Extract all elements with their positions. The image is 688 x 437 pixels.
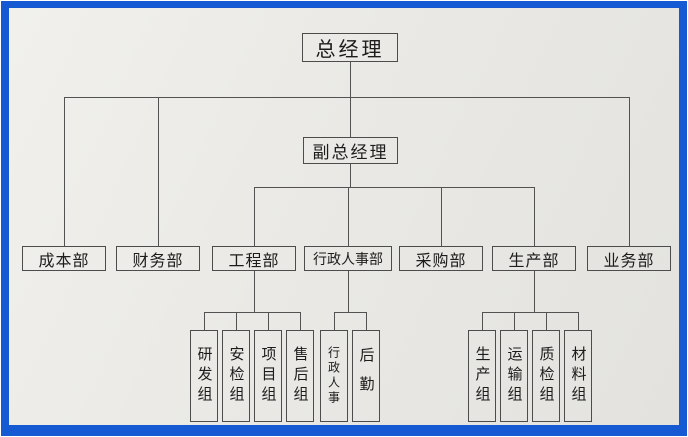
node-group-materials: 材料组 xyxy=(564,330,592,422)
connector xyxy=(366,312,367,330)
connector xyxy=(158,97,159,246)
connector xyxy=(348,271,349,312)
connector xyxy=(334,312,367,313)
connector xyxy=(204,312,205,330)
connector xyxy=(348,187,349,246)
connector xyxy=(254,271,255,312)
node-deputy-general-manager: 副总经理 xyxy=(303,137,398,164)
connector xyxy=(254,187,255,246)
node-general-manager: 总经理 xyxy=(302,33,398,62)
node-group-project: 项目组 xyxy=(254,330,282,422)
connector xyxy=(64,97,630,98)
connector xyxy=(254,187,535,188)
node-dept-cost: 成本部 xyxy=(22,246,106,271)
connector xyxy=(204,312,301,313)
connector xyxy=(334,312,335,330)
connector xyxy=(350,62,351,137)
node-group-after-sales: 售后组 xyxy=(286,330,314,422)
connector xyxy=(578,312,579,330)
connector xyxy=(482,312,579,313)
node-group-rd: 研发组 xyxy=(190,330,218,422)
connector xyxy=(629,97,630,246)
connector xyxy=(268,312,269,330)
node-group-safety-inspection: 安检组 xyxy=(222,330,250,422)
node-dept-production: 生产部 xyxy=(492,246,576,271)
node-dept-engineering: 工程部 xyxy=(212,246,296,271)
connector xyxy=(514,312,515,330)
node-dept-admin-hr: 行政人事部 xyxy=(304,246,392,271)
node-dept-business: 业务部 xyxy=(587,246,671,271)
connector xyxy=(534,187,535,246)
node-group-production: 生产组 xyxy=(468,330,496,422)
node-dept-purchasing: 采购部 xyxy=(399,246,483,271)
connector xyxy=(236,312,237,330)
node-group-quality-inspection: 质检组 xyxy=(532,330,560,422)
node-group-transport: 运输组 xyxy=(500,330,528,422)
connector xyxy=(350,164,351,187)
connector xyxy=(64,97,65,246)
node-group-logistics: 后勤 xyxy=(352,330,380,422)
node-group-admin-hr: 行政人事 xyxy=(320,330,348,422)
connector xyxy=(534,271,535,312)
connector xyxy=(482,312,483,330)
connector xyxy=(300,312,301,330)
connector xyxy=(441,187,442,246)
connector xyxy=(546,312,547,330)
chart-canvas xyxy=(9,8,679,425)
node-dept-finance: 财务部 xyxy=(116,246,200,271)
